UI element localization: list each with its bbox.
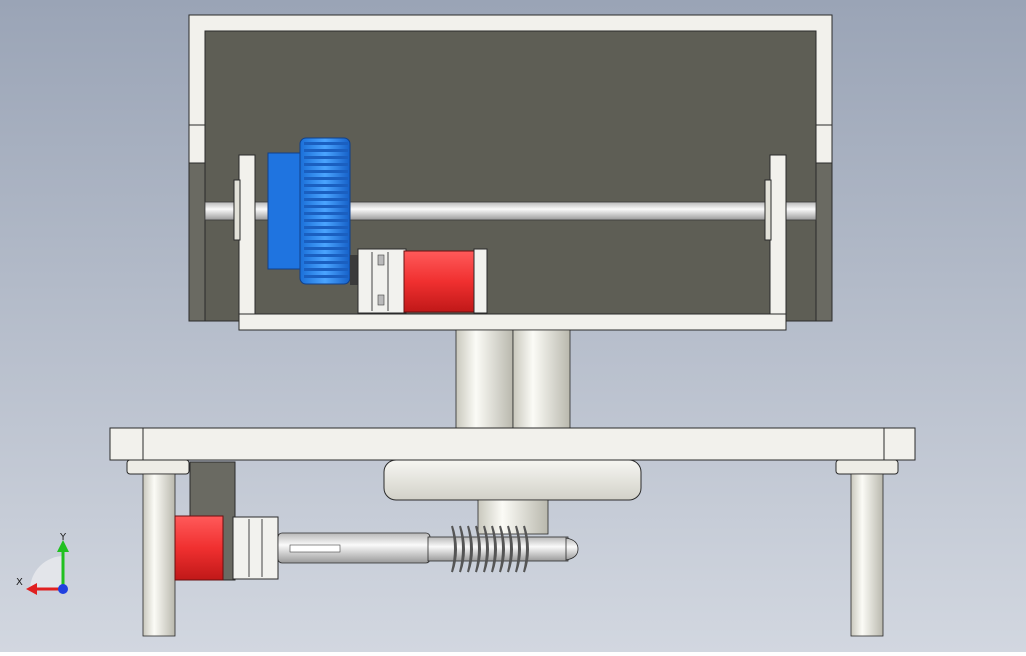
right-leg[interactable] xyxy=(835,459,899,637)
worm-thread xyxy=(515,525,521,573)
gear-tooth xyxy=(304,233,348,236)
gear-tooth xyxy=(304,219,348,222)
x-axis-label: X xyxy=(16,577,23,588)
upper-motor-body xyxy=(403,250,477,313)
gear-tooth xyxy=(304,254,348,257)
upper-motor[interactable] xyxy=(350,248,488,314)
u-bracket-right-arm xyxy=(769,154,787,316)
worm-shaft[interactable] xyxy=(277,525,579,573)
gear-tooth xyxy=(304,142,348,145)
u-bracket[interactable] xyxy=(233,154,787,331)
gear-tooth xyxy=(304,261,348,264)
y-axis-label: Y xyxy=(60,532,67,543)
hub-spindle xyxy=(477,499,549,535)
turntable-hub[interactable] xyxy=(383,459,642,535)
gear-tooth xyxy=(304,212,348,215)
axis-triad[interactable] xyxy=(26,540,69,595)
hub-housing xyxy=(383,459,642,501)
worm-thread xyxy=(475,525,481,573)
gear-hub xyxy=(267,152,303,270)
worm-thread xyxy=(499,525,505,573)
right-bearing-flange xyxy=(764,179,772,241)
left-leg[interactable] xyxy=(126,459,190,637)
gear-tooth xyxy=(304,191,348,194)
lower-motor[interactable] xyxy=(174,515,279,581)
upper-frame[interactable] xyxy=(188,14,833,322)
gear-tooth xyxy=(304,163,348,166)
worm-thread xyxy=(459,525,465,573)
worm-thread xyxy=(483,525,489,573)
gear-tooth xyxy=(304,240,348,243)
u-bracket-left-arm xyxy=(238,154,256,316)
right-ear xyxy=(815,124,833,164)
support-column[interactable] xyxy=(455,329,571,431)
z-axis-dot xyxy=(58,584,68,594)
gear-tooth xyxy=(304,156,348,159)
worm-thread xyxy=(507,525,513,573)
gear-tooth xyxy=(304,205,348,208)
lower-motor-body xyxy=(174,515,224,581)
worm-threads xyxy=(451,525,529,573)
lower-motor-gearbox xyxy=(232,516,279,580)
base-plate-body xyxy=(109,427,916,461)
worm-thread xyxy=(451,525,457,573)
left-side-plate xyxy=(188,162,206,322)
gear-tooth xyxy=(304,226,348,229)
pivot-shaft[interactable] xyxy=(204,201,817,221)
gear-teeth xyxy=(304,142,348,278)
left-ear xyxy=(188,124,206,164)
gear-tooth xyxy=(304,268,348,271)
base-plate[interactable] xyxy=(109,427,916,461)
left-bearing-flange xyxy=(233,179,241,241)
gear-tooth xyxy=(304,184,348,187)
u-bracket-base xyxy=(238,313,787,331)
spur-gear[interactable] xyxy=(267,137,351,285)
worm-thread xyxy=(467,525,473,573)
gear-tooth xyxy=(304,198,348,201)
right-side-plate xyxy=(815,162,833,322)
upper-motor-endcap xyxy=(473,248,488,314)
gear-tooth xyxy=(304,149,348,152)
column-left xyxy=(455,329,514,431)
gear-tooth xyxy=(304,247,348,250)
gear-tooth xyxy=(304,177,348,180)
gear-tooth xyxy=(304,170,348,173)
gear-tooth xyxy=(304,275,348,278)
worm-thread xyxy=(491,525,497,573)
column-right xyxy=(512,329,571,431)
worm-thread xyxy=(523,525,529,573)
